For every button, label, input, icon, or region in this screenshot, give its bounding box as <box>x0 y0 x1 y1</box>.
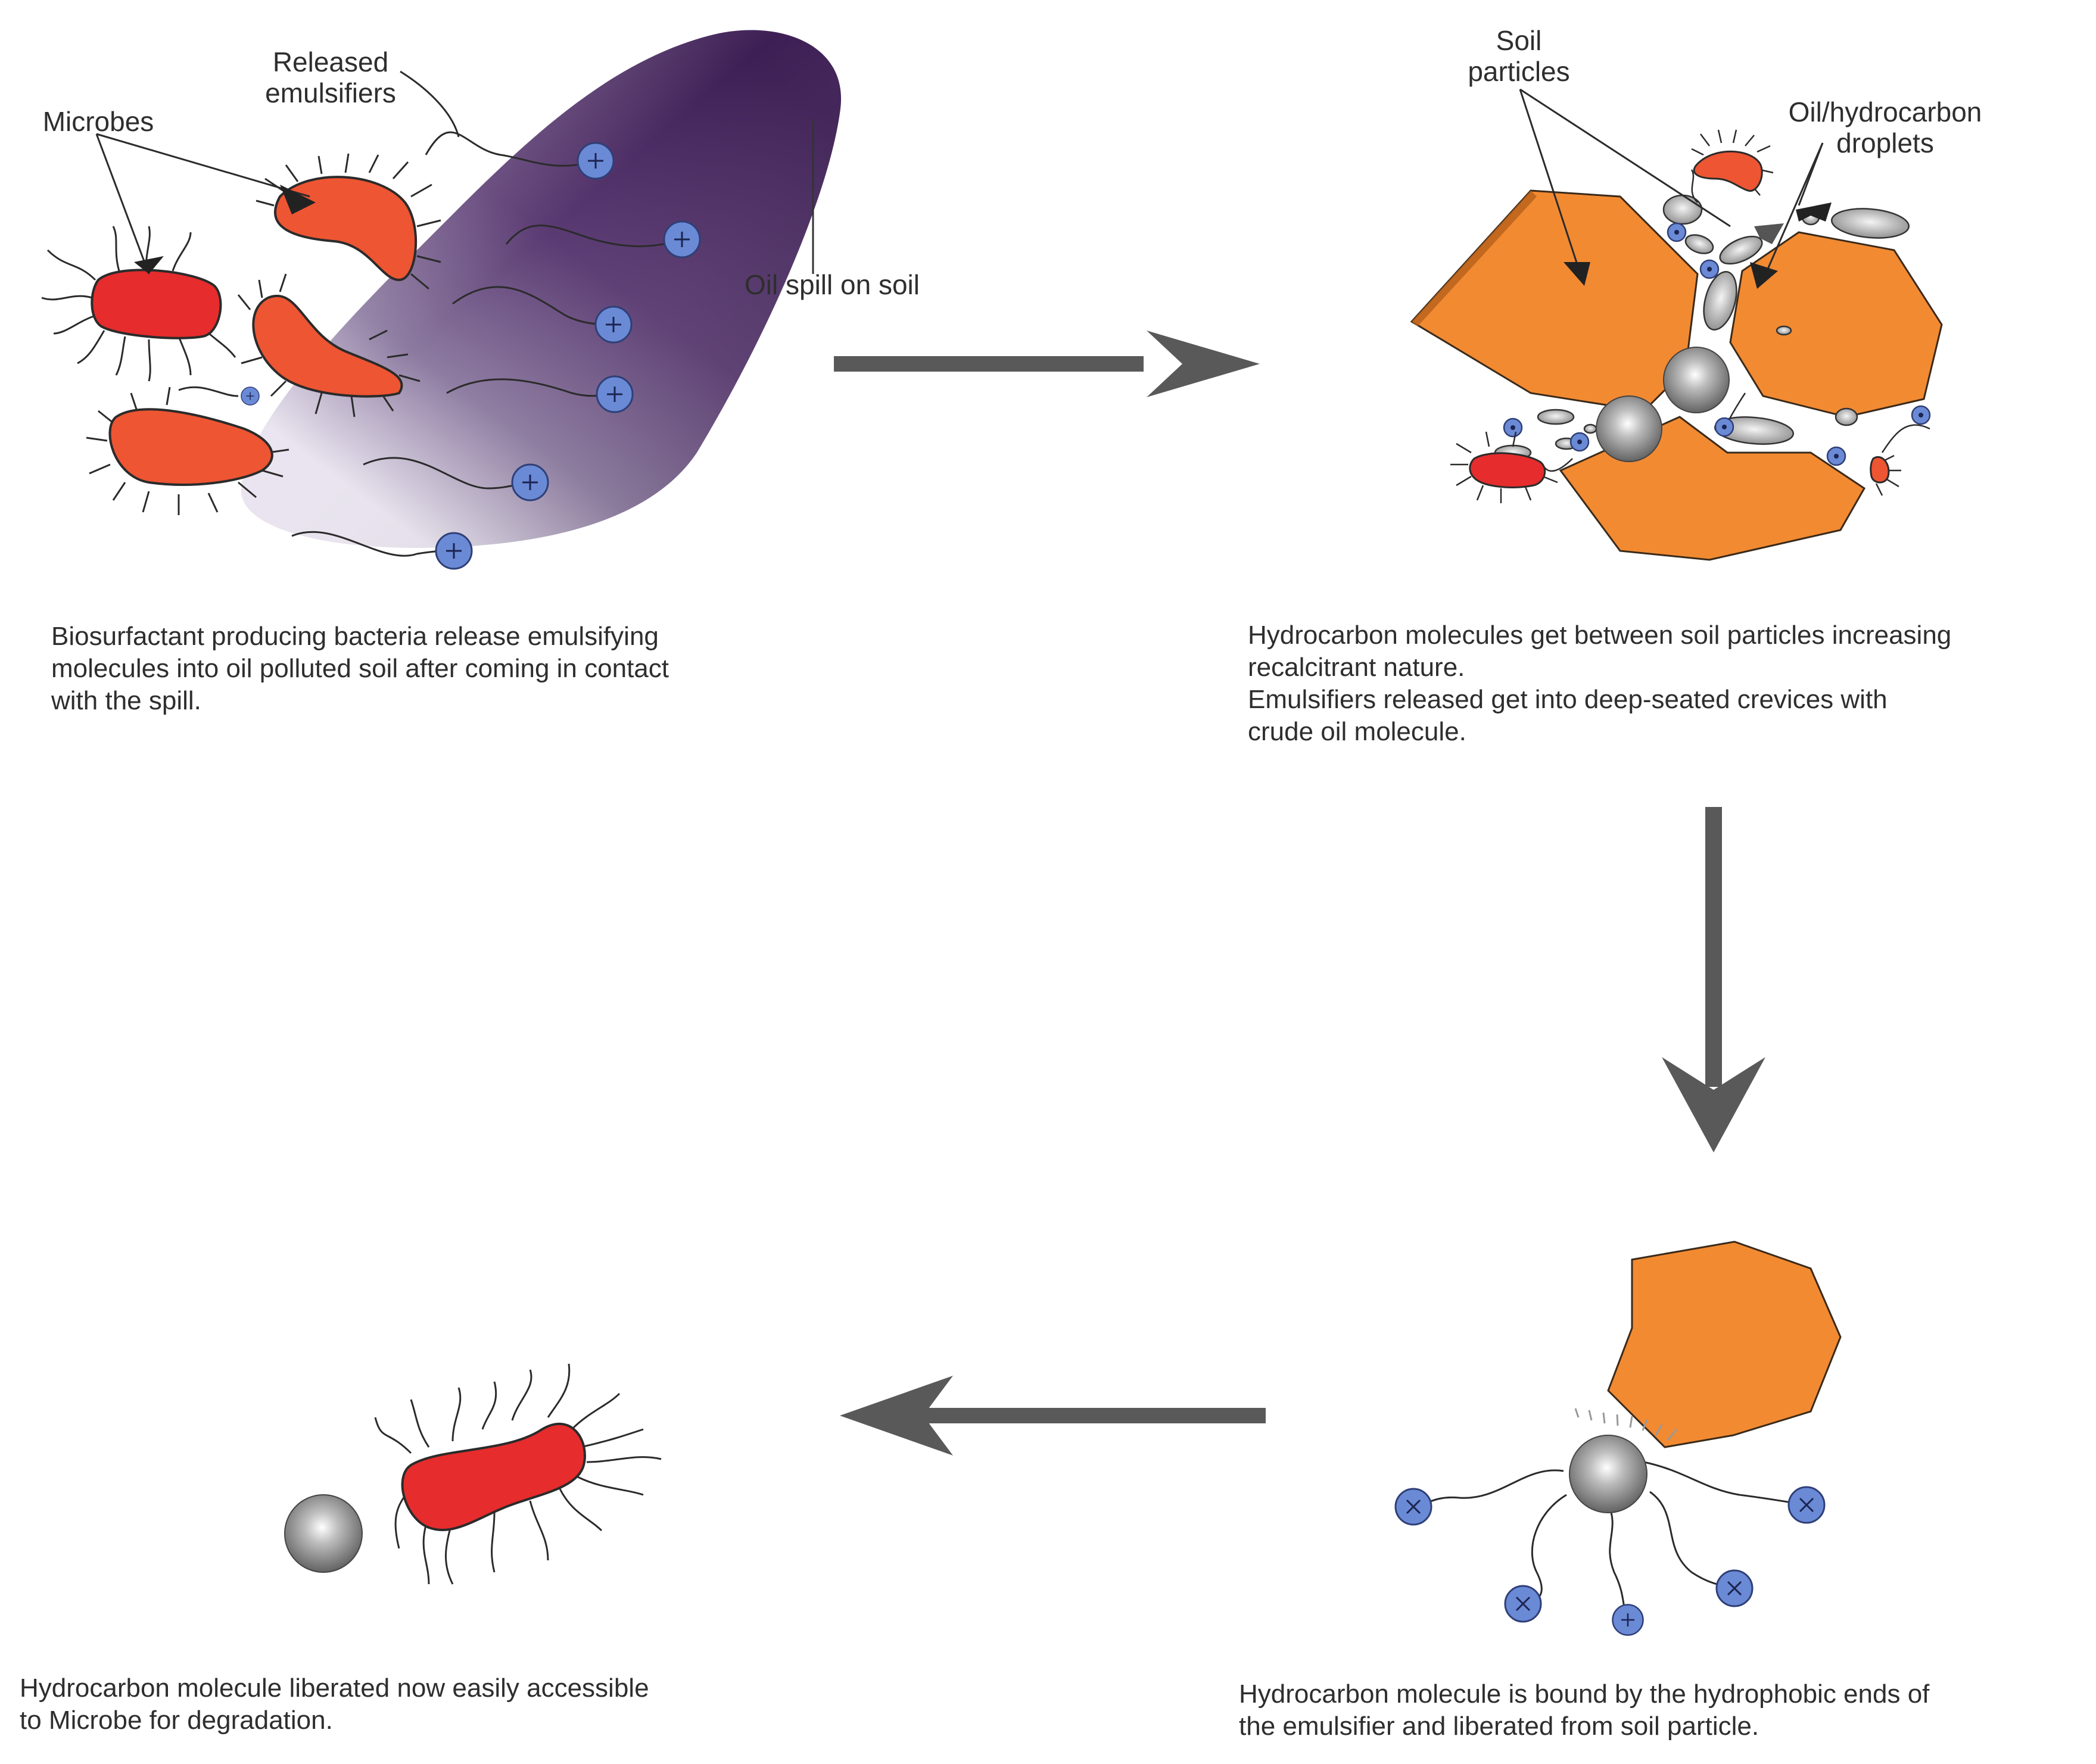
panel-1-spill <box>41 30 842 570</box>
soil-particles-label: Soil particles <box>1468 25 1570 87</box>
panel-1-caption: Biosurfactant producing bacteria release… <box>51 622 669 715</box>
panel-3-binding <box>1394 1241 1842 1636</box>
panel-2-caption: Hydrocarbon molecules get between soil p… <box>1248 621 1952 746</box>
microbe-icon <box>41 153 441 515</box>
released-emulsifiers-label: Released emulsifiers <box>265 46 396 108</box>
panel-3-caption: Hydrocarbon molecule is bound by the hyd… <box>1239 1679 1930 1741</box>
microbe-icon <box>1450 129 1901 503</box>
process-arrow-icon <box>834 331 1260 397</box>
hydrocarbon-molecule <box>284 1494 363 1573</box>
process-arrow-icon <box>1662 807 1765 1152</box>
hydrocarbon-molecule <box>1569 1435 1647 1513</box>
microbe-icon <box>374 1363 662 1585</box>
panel-4-degradation <box>284 1363 662 1585</box>
soil-particle-icon <box>1410 189 1943 561</box>
soil-particle-icon <box>1607 1241 1842 1448</box>
panel-4-caption: Hydrocarbon molecule liberated now easil… <box>20 1673 649 1735</box>
oil-spill-label: Oil spill on soil <box>745 269 920 300</box>
microbes-label: Microbes <box>42 106 154 137</box>
process-arrow-icon <box>840 1376 1266 1456</box>
panel-2-soil <box>1410 88 1943 561</box>
oil-droplets-label: Oil/hydrocarbon droplets <box>1788 96 1982 158</box>
